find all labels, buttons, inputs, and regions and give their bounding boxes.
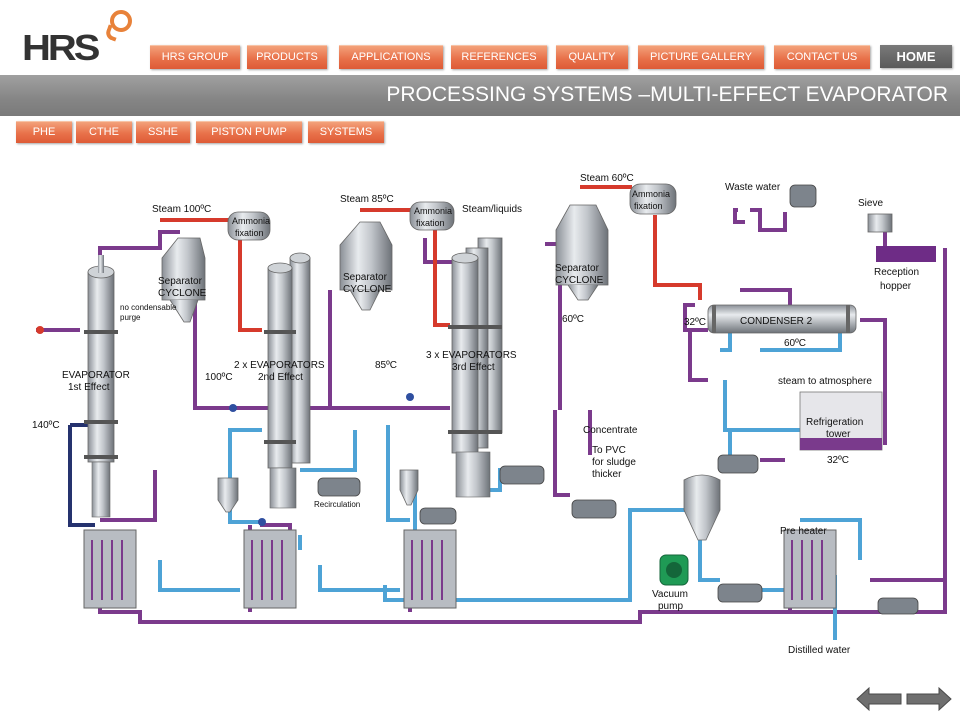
- label-temp-100: 100ºC: [205, 372, 233, 383]
- nav-quality-button[interactable]: QUALITY: [556, 45, 628, 69]
- label-evaporators-2b: 2nd Effect: [258, 372, 303, 383]
- label-ammonia-3a: Ammonia: [632, 189, 670, 199]
- label-evaporators-3b: 3rd Effect: [452, 362, 495, 373]
- red-pipes: [160, 185, 702, 332]
- label-refrigeration-a: Refrigeration: [806, 417, 863, 428]
- label-steam-60: Steam 60ºC: [580, 173, 634, 184]
- label-separator-1a: Separator: [158, 276, 203, 287]
- logo-text: HRS: [22, 28, 100, 68]
- separator-cyclone-2: [339, 221, 393, 311]
- label-separator-1b: CYCLONE: [158, 288, 207, 299]
- label-temp-140: 140ºC: [32, 420, 60, 431]
- label-ammonia-2a: Ammonia: [414, 206, 452, 216]
- subnav-phe-button[interactable]: PHE: [16, 121, 72, 143]
- diagram-labels: Steam 100ºC Ammonia fixation Separator C…: [32, 173, 919, 656]
- label-evaporator-1b: 1st Effect: [68, 382, 110, 393]
- label-no-condensable-b: purge: [120, 313, 141, 322]
- nav-applications-button[interactable]: APPLICATIONS: [339, 45, 443, 69]
- vacuum-pump-icon: [659, 554, 689, 586]
- label-refrigeration-b: tower: [826, 429, 851, 440]
- label-ammonia-1a: Ammonia: [232, 216, 270, 226]
- nav-references-button[interactable]: REFERENCES: [451, 45, 547, 69]
- refrigeration-tower: [799, 391, 883, 451]
- label-ammonia-2b: fixation: [416, 218, 445, 228]
- label-temp-85: 85ºC: [375, 360, 397, 371]
- label-to-pvc-c: thicker: [592, 469, 622, 480]
- label-temp-32a: 32ºC: [684, 317, 706, 328]
- hrs-logo[interactable]: HRS: [18, 8, 138, 68]
- subnav-sshe-button[interactable]: SSHE: [136, 121, 190, 143]
- subnav-cthe-button[interactable]: CTHE: [76, 121, 132, 143]
- label-waste-water: Waste water: [725, 182, 781, 193]
- next-arrow-icon[interactable]: [905, 686, 953, 712]
- ammonia-fixation-2: [409, 201, 455, 231]
- nav-hrs-group-button[interactable]: HRS GROUP: [150, 45, 240, 69]
- label-temp-60b: 60ºC: [784, 338, 806, 349]
- label-separator-3b: CYCLONE: [555, 275, 604, 286]
- label-condenser: CONDENSER 2: [740, 316, 813, 327]
- nav-picture-gallery-button[interactable]: PICTURE GALLERY: [638, 45, 764, 69]
- label-vacuum-b: pump: [658, 601, 683, 612]
- label-distilled-water: Distilled water: [788, 645, 851, 656]
- label-ammonia-3b: fixation: [634, 201, 663, 211]
- evaporator-1st-effect: [84, 255, 118, 518]
- label-recirculation: Recirculation: [314, 500, 360, 509]
- label-temp-60: 60ºC: [562, 314, 584, 325]
- logo-ring-icon: [110, 10, 132, 32]
- label-to-pvc-b: for sludge: [592, 457, 636, 468]
- nav-contact-us-button[interactable]: CONTACT US: [774, 45, 870, 69]
- label-steam-liquids: Steam/liquids: [462, 204, 522, 215]
- logo-tail-icon: [103, 24, 121, 42]
- separator-cyclone-1: [161, 237, 206, 323]
- flash-tanks: [217, 469, 721, 541]
- ammonia-fixation-3: [629, 183, 677, 215]
- plate-heat-exchangers: [83, 529, 837, 609]
- label-to-pvc-a: To PVC: [592, 445, 626, 456]
- label-sieve: Sieve: [858, 198, 883, 209]
- ammonia-fixation-1: [227, 211, 271, 241]
- evaporators-2nd-effect: [264, 252, 311, 509]
- nav-products-button[interactable]: PRODUCTS: [247, 45, 327, 69]
- label-no-condensable-a: no condensable: [120, 303, 177, 312]
- reception-hopper: [867, 213, 936, 262]
- valves: [36, 326, 414, 526]
- label-separator-3a: Separator: [555, 263, 600, 274]
- label-separator-2a: Separator: [343, 272, 388, 283]
- label-separator-2b: CYCLONE: [343, 284, 392, 295]
- subnav-piston-pump-button[interactable]: PISTON PUMP: [196, 121, 302, 143]
- home-button[interactable]: HOME: [880, 45, 952, 68]
- title-bar: PROCESSING SYSTEMS –MULTI-EFFECT EVAPORA…: [0, 75, 960, 116]
- pumps: [317, 184, 919, 615]
- separator-cyclone-3: [555, 204, 609, 301]
- label-reception-b: hopper: [880, 281, 912, 292]
- label-evaporators-3a: 3 x EVAPORATORS: [426, 350, 517, 361]
- label-concentrate: Concentrate: [583, 425, 638, 436]
- evaporators-3rd-effect: [448, 237, 503, 498]
- label-temp-32b: 32ºC: [827, 455, 849, 466]
- label-steam-100: Steam 100ºC: [152, 204, 211, 215]
- process-diagram: Steam 100ºC Ammonia fixation Separator C…: [32, 173, 947, 656]
- label-steam-85: Steam 85ºC: [340, 194, 394, 205]
- previous-arrow-icon[interactable]: [855, 686, 903, 712]
- label-ammonia-1b: fixation: [235, 228, 264, 238]
- label-steam-atmosphere: steam to atmosphere: [778, 376, 872, 387]
- subnav-systems-button[interactable]: SYSTEMS: [308, 121, 384, 143]
- label-vacuum-a: Vacuum: [652, 589, 688, 600]
- condenser-2: [707, 304, 857, 334]
- label-reception-a: Reception: [874, 267, 919, 278]
- label-evaporator-1a: EVAPORATOR: [62, 370, 130, 381]
- label-evaporators-2a: 2 x EVAPORATORS: [234, 360, 325, 371]
- page-title: PROCESSING SYSTEMS –MULTI-EFFECT EVAPORA…: [386, 83, 948, 106]
- label-preheater: Pre heater: [780, 526, 827, 537]
